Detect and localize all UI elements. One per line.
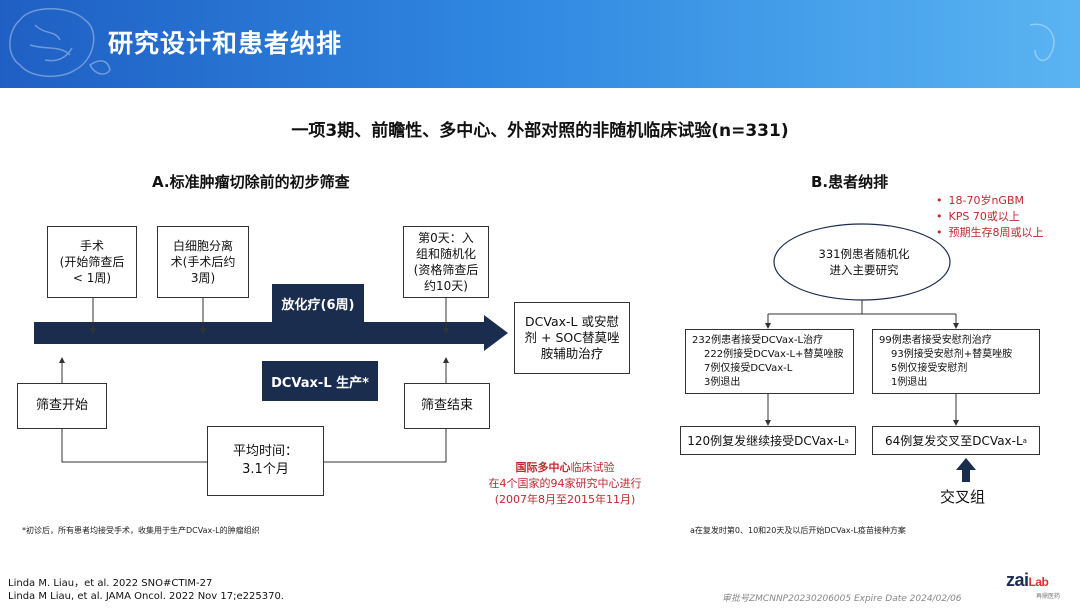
leukapheresis-box: 白细胞分离 术(手术后约 3周): [157, 226, 249, 298]
average-time-box: 平均时间： 3.1个月: [207, 426, 324, 496]
list-item: 1例退出: [891, 377, 928, 388]
dcvax-recurrence-text: 120例复发继续接受DCVax-L: [687, 434, 845, 448]
inclusion-criteria: 18-70岁nGBM KPS 70或以上 预期生存8周或以上: [936, 193, 1044, 241]
crossover-group-label: 交叉组: [940, 488, 986, 506]
list-item: 3例退出: [704, 377, 741, 388]
list-item: 93例接受安慰剂+替莫唑胺: [891, 349, 1013, 360]
dcvax-group-title: 232例患者接受DCVax-L治疗: [692, 335, 824, 346]
list-item: 5例仅接受安慰剂: [891, 363, 968, 374]
treatment-box: DCVax-L 或安慰 剂 + SOC替莫唑 胺辅助治疗: [514, 302, 630, 374]
list-item: 7例仅接受DCVax-L: [704, 363, 793, 374]
zailab-logo: zaiLab 再鼎医药: [1006, 570, 1060, 600]
timeline-arrow: [34, 315, 508, 351]
surgery-box: 手术 (开始筛查后 < 1周): [47, 226, 137, 298]
reference-item: Linda M. Liau，et al. 2022 SNO#CTIM-27: [8, 578, 213, 589]
references: Linda M. Liau，et al. 2022 SNO#CTIM-27 Li…: [8, 577, 284, 603]
placebo-group-title: 99例患者接受安慰剂治疗: [879, 335, 992, 346]
radiochemotherapy-label: 放化疗(6周): [272, 284, 364, 322]
header-banner: 研究设计和患者纳排: [0, 0, 1080, 88]
dcvax-group-box: 232例患者接受DCVax-L治疗 222例接受DCVax-L+替莫唑胺 7例仅…: [685, 329, 854, 394]
list-item: 222例接受DCVax-L+替莫唑胺: [704, 349, 844, 360]
randomized-text: 331例患者随机化 进入主要研究: [818, 247, 910, 277]
approval-number: 审批号ZMCNNP20230206005 Expire Date 2024/02…: [722, 594, 962, 604]
dcvax-production-label: DCVax-L 生产*: [262, 361, 378, 401]
section-a-title: A.标准肿瘤切除前的初步筛查: [152, 173, 350, 191]
criteria-item: 预期生存8周或以上: [936, 225, 1044, 241]
criteria-item: KPS 70或以上: [936, 209, 1044, 225]
logo-text-main: zai: [1006, 570, 1029, 590]
footnote-marker: a: [844, 436, 849, 445]
screening-end-box: 筛查结束: [404, 383, 490, 429]
section-b-footnote: a在复发时第0、10和20天及以后开始DCVax-L疫苗接种方案: [690, 526, 906, 535]
trial-note-rest: 临床试验: [570, 461, 615, 474]
page-title: 研究设计和患者纳排: [108, 29, 343, 58]
trial-note: 国际多中心临床试验 在4个国家的94家研究中心进行 (2007年8月至2015年…: [460, 460, 670, 508]
day0-randomization-box: 第0天：入 组和随机化 (资格筛查后 约10天): [403, 226, 489, 298]
placebo-group-box: 99例患者接受安慰剂治疗 93例接受安慰剂+替莫唑胺 5例仅接受安慰剂 1例退出: [872, 329, 1040, 394]
section-b-title: B.患者纳排: [811, 173, 889, 191]
criteria-item: 18-70岁nGBM: [936, 193, 1044, 209]
logo-text-sub: 再鼎医药: [1035, 593, 1060, 600]
section-a-footnote: *初诊后，所有患者均接受手术，收集用于生产DCVax-L的肿瘤组织: [22, 526, 260, 535]
study-subtitle: 一项3期、前瞻性、多中心、外部对照的非随机临床试验(n=331): [291, 121, 789, 141]
logo-text-accent: Lab: [1028, 575, 1049, 589]
trial-note-bold: 国际多中心: [515, 461, 571, 474]
trial-note-dates: (2007年8月至2015年11月): [494, 493, 636, 506]
brain-decoration-icon: [9, 8, 1055, 78]
trial-note-sites: 在4个国家的94家研究中心进行: [488, 477, 642, 490]
footnote-marker: a: [1022, 436, 1027, 445]
screening-start-box: 筛查开始: [17, 383, 107, 429]
crossover-recurrence-text: 64例复发交叉至DCVax-L: [885, 434, 1023, 448]
crossover-arrow-icon: [956, 458, 976, 482]
reference-item: Linda M Liau, et al. JAMA Oncol. 2022 No…: [8, 591, 284, 602]
